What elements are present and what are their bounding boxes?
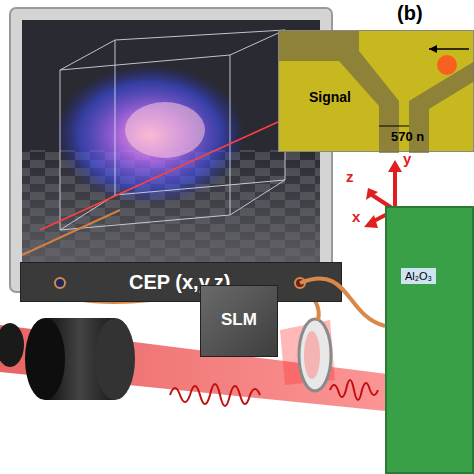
- dimension-label: 570 n: [391, 129, 424, 144]
- floor-line: [22, 210, 120, 255]
- objective-back: [95, 318, 135, 400]
- cube-outline: [60, 30, 285, 230]
- connector-port: [55, 278, 65, 288]
- field-core: [125, 102, 205, 158]
- field-cloud: [55, 65, 245, 205]
- device-label: SLM: [221, 310, 257, 330]
- axis-label: x: [352, 208, 360, 225]
- panel-label: (b): [397, 2, 423, 25]
- axis-label: y: [403, 150, 411, 167]
- waveguide-pattern: [279, 31, 474, 153]
- sample-substrate: Al₂O₃: [385, 206, 474, 474]
- monitor-screen: [22, 20, 320, 264]
- inset-micrograph: (b)Signal570 n: [278, 30, 474, 152]
- electrode-label: Signal: [309, 89, 351, 105]
- lens: [299, 319, 331, 391]
- controller-base: CEP (x,y,z): [20, 262, 342, 302]
- lens-spot: [304, 331, 320, 379]
- mirror-left: [0, 323, 24, 367]
- objective-face: [25, 318, 65, 400]
- axis-line: [40, 112, 300, 230]
- axis-label: z: [346, 168, 354, 185]
- slm-box: SLM: [200, 285, 278, 357]
- pulse-waveform: [170, 380, 378, 406]
- material-label: Al₂O₃: [401, 268, 436, 284]
